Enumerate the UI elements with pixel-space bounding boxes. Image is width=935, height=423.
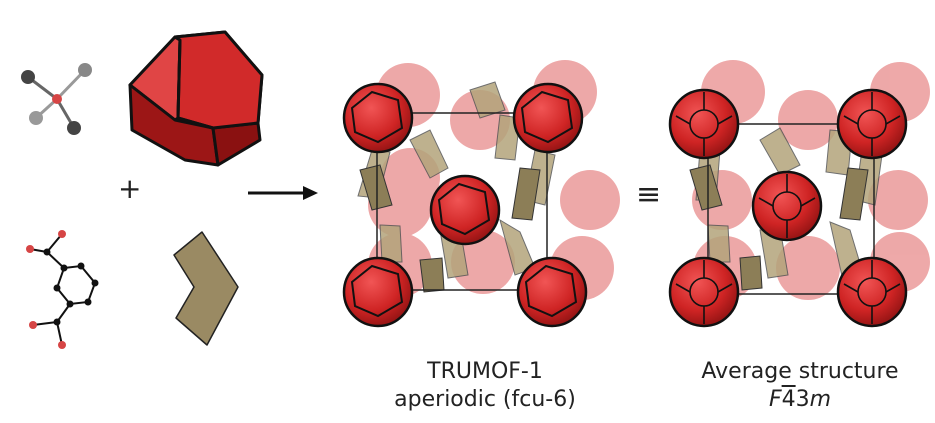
cluster-polyhedron-icon	[128, 30, 264, 167]
trumof-caption: TRUMOF-1 aperiodic (fcu-6)	[350, 358, 620, 414]
reaction-arrow-icon	[248, 186, 318, 200]
trumof-framework-structure	[342, 60, 620, 328]
space-group-f: F	[768, 387, 782, 412]
trumof-name: TRUMOF-1	[427, 359, 543, 384]
equivalence-sign: ≡	[636, 177, 661, 212]
metal-node-molecule	[21, 63, 92, 135]
space-group-m: m	[809, 387, 832, 412]
space-group-bar-4: 4	[781, 387, 796, 412]
organic-linker-molecule	[26, 230, 99, 349]
average-structure-framework	[668, 60, 930, 328]
trumof-topology: aperiodic (fcu-6)	[394, 387, 576, 412]
space-group-label: F43m	[660, 386, 935, 414]
average-structure-caption: Average structure F43m	[660, 358, 935, 414]
plus-sign: +	[118, 172, 141, 205]
average-structure-title: Average structure	[701, 359, 899, 384]
linker-chevron-icon	[173, 231, 239, 346]
space-group-3: 3	[795, 387, 810, 412]
